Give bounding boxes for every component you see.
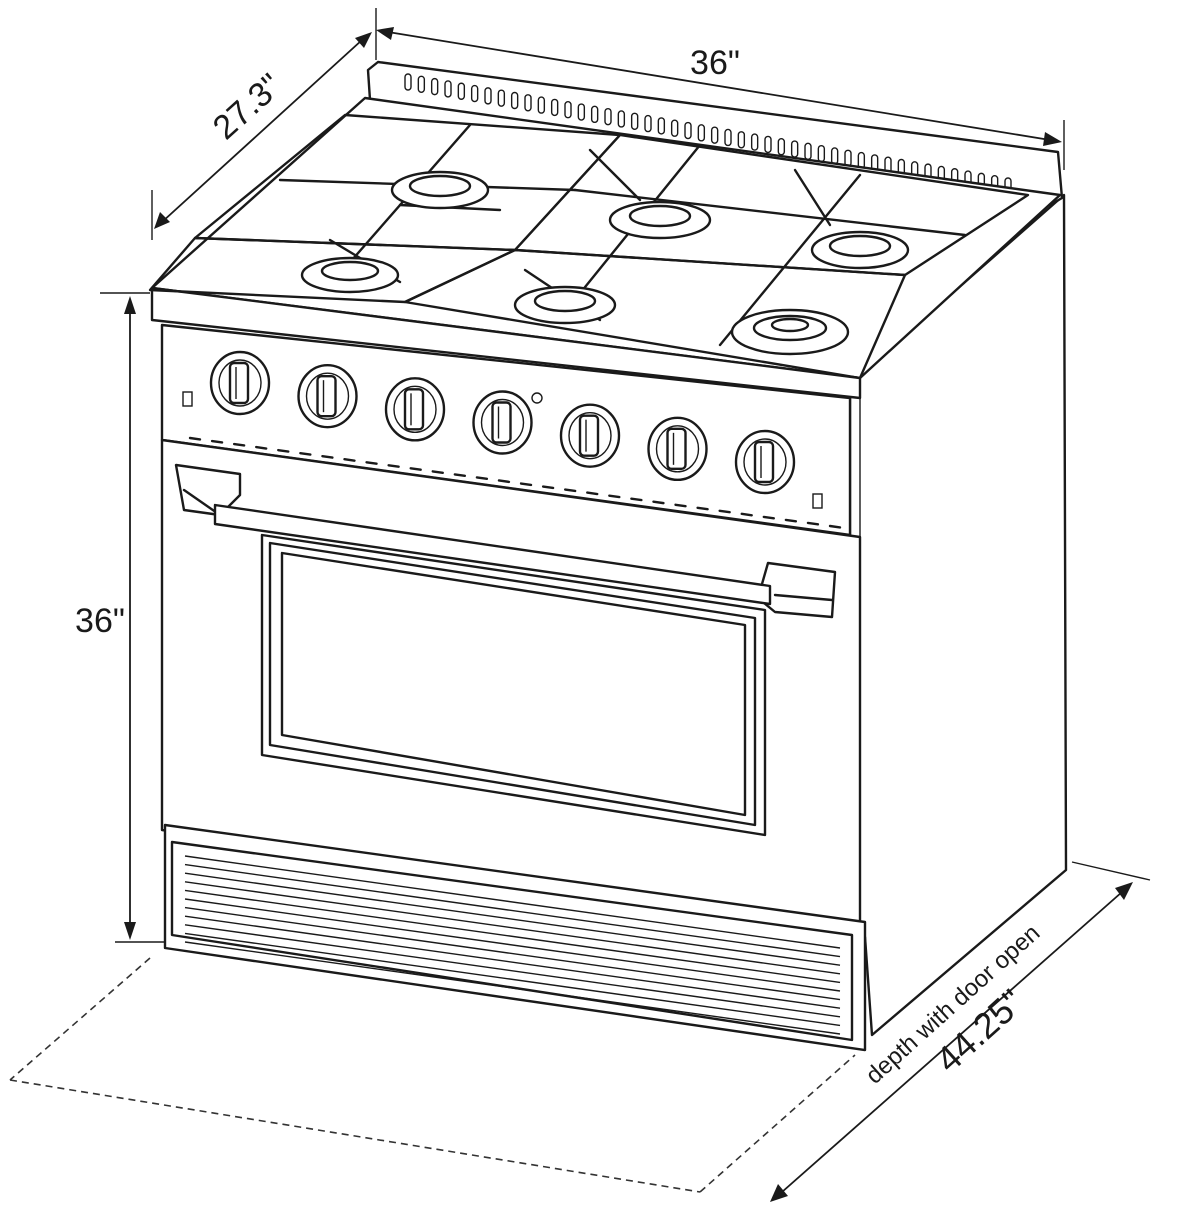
- backsplash-slot: [737, 131, 746, 149]
- backsplash-slot: [670, 119, 679, 137]
- left-indicator-switch: [182, 391, 193, 407]
- backsplash-slot: [537, 96, 546, 114]
- control-knob[interactable]: [209, 350, 271, 416]
- burner-rear-left: [390, 170, 490, 210]
- backsplash-slot: [604, 107, 612, 126]
- backsplash-slot: [550, 98, 559, 117]
- cooktop-grates: [148, 113, 1030, 380]
- backsplash-slot: [710, 126, 719, 144]
- backsplash-slot: [644, 114, 652, 133]
- burner-front-center: [513, 285, 617, 325]
- backsplash-slot: [630, 112, 639, 130]
- cooktop-surface: [150, 96, 1062, 400]
- control-knob[interactable]: [734, 429, 796, 495]
- control-knob[interactable]: [297, 363, 358, 429]
- backsplash-slot: [577, 103, 586, 121]
- backsplash-slot: [497, 89, 506, 107]
- backsplash-slot: [764, 135, 772, 154]
- dimension-width-label: 36": [690, 44, 740, 82]
- indicator-light: [531, 392, 543, 404]
- control-panel: [160, 323, 852, 537]
- oven-door: [160, 438, 862, 927]
- backsplash-slot: [444, 80, 452, 98]
- burner-front-left: [300, 256, 400, 294]
- backsplash-slot: [657, 117, 666, 135]
- backsplash-slot: [590, 105, 599, 124]
- backsplash-slot: [684, 121, 692, 140]
- dimension-height: 36": [75, 292, 165, 943]
- dimension-height-label: 36": [75, 602, 125, 640]
- backsplash-slot: [697, 124, 706, 142]
- backsplash-slot: [777, 138, 786, 156]
- right-indicator-switch: [812, 493, 823, 509]
- dimension-side-depth-label: 27.3": [206, 67, 290, 148]
- backsplash-slot: [724, 128, 732, 147]
- burner-front-right: [730, 308, 850, 356]
- backsplash-slot: [404, 73, 412, 91]
- control-knob[interactable]: [559, 403, 621, 468]
- oven-handle: [174, 463, 837, 619]
- backsplash-slot: [564, 101, 572, 119]
- backsplash-slot: [470, 84, 479, 103]
- burner-rear-center: [608, 200, 712, 240]
- dimension-width: 36": [375, 8, 1065, 170]
- backsplash-slot: [417, 75, 426, 94]
- floor-footprint: [9, 957, 856, 1193]
- backsplash-slot: [617, 110, 626, 128]
- burners: [300, 170, 910, 356]
- backsplash-slot: [484, 87, 492, 105]
- burner-rear-right: [810, 230, 910, 270]
- backsplash-slot: [510, 91, 519, 110]
- control-knob[interactable]: [384, 377, 446, 442]
- backsplash-slot: [750, 133, 759, 151]
- kick-plate: [163, 823, 867, 1052]
- backsplash-slot: [430, 77, 439, 96]
- control-knob[interactable]: [647, 416, 708, 482]
- control-knob[interactable]: [472, 390, 533, 455]
- backsplash-slot: [457, 82, 466, 100]
- backsplash-slot: [524, 94, 532, 112]
